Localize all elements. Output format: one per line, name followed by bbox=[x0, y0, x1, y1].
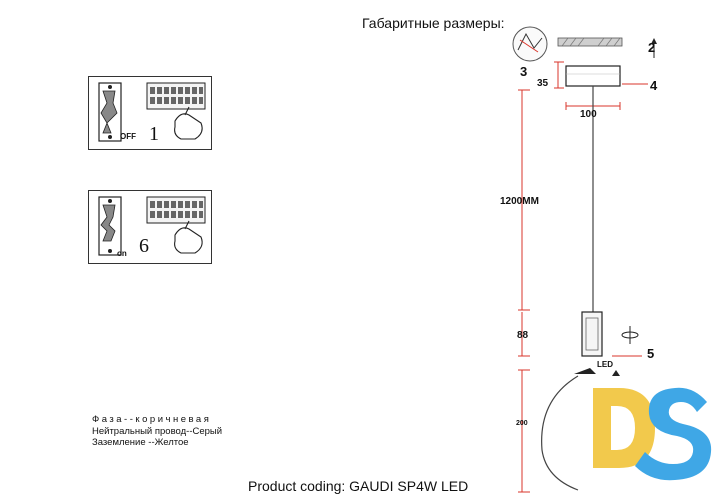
dim-cable-length: 1200MM bbox=[500, 196, 539, 207]
callout-3: 3 bbox=[520, 64, 528, 79]
product-coding: Product coding: GAUDI SP4W LED bbox=[248, 478, 469, 494]
step-number-1: 1 bbox=[149, 123, 159, 145]
dim-body-length: 88 bbox=[517, 330, 529, 341]
dimensions-heading: Габаритные размеры: bbox=[362, 15, 505, 31]
dim-arc-height: 200 bbox=[516, 420, 528, 427]
dim-canopy-height: 35 bbox=[537, 78, 549, 89]
callout-5: 5 bbox=[647, 346, 655, 361]
callout-2: 2 bbox=[648, 40, 656, 55]
wiring-legend: Фаза--коричневая Нейтральный провод--Сер… bbox=[92, 414, 222, 449]
switch-off-illustration bbox=[98, 82, 206, 142]
legend-neutral: Нейтральный провод--Серый bbox=[92, 425, 223, 437]
step-panel-on: on 6 bbox=[88, 190, 212, 264]
switch-on-illustration bbox=[98, 196, 206, 256]
switch-off-label: OFF bbox=[120, 132, 136, 141]
dim-canopy-width: 100 bbox=[580, 109, 597, 120]
step-panel-off: OFF 1 bbox=[88, 76, 212, 150]
legend-ground: Заземление --Желтое bbox=[92, 437, 189, 448]
ds-logo bbox=[593, 387, 712, 481]
callout-4: 4 bbox=[650, 78, 658, 93]
dimension-drawing bbox=[512, 26, 657, 493]
step-number-6: 6 bbox=[139, 235, 149, 257]
switch-on-label: on bbox=[117, 249, 127, 258]
legend-phase: Фаза--коричневая bbox=[92, 414, 212, 425]
led-label: LED bbox=[597, 360, 613, 369]
